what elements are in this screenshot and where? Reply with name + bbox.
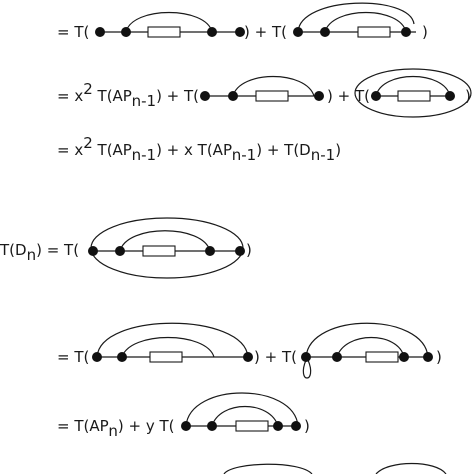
line5-mid: ) + T( [254,348,297,366]
line5-end: ) [436,348,442,366]
vertex-node [121,27,131,37]
vertex-node [205,246,215,256]
line3-text: = x2 T(APn-1) + x T(APn-1) + T(Dn-1) [57,134,341,164]
vertex-node [371,91,381,101]
path-graph-1b [293,2,416,38]
equation-line-1: = T( ) + T( ) [57,2,428,41]
path-graph-1a [95,11,245,38]
arc-edge-cropped [223,463,313,474]
vertex-node [399,352,409,362]
arc-edge [125,11,213,33]
cycle-graph-2b [354,68,472,118]
vertex-node [235,246,245,256]
arc-edge [211,406,279,427]
arc-edge [336,337,405,358]
line1-prefix: = T( [57,23,89,41]
arc-edge [232,76,315,97]
self-loop [302,359,312,379]
line2-prefix: = x2 T(APn-1) + T( [57,80,199,110]
vertex-node [273,421,283,431]
equation-line-6: = T(APn) + y T( ) [57,392,310,440]
vertex-node [293,27,303,37]
arc-edge [375,76,451,97]
path-graph-5b [301,322,433,379]
line2-end: ) [465,87,471,105]
chain-box [357,26,391,38]
vertex-node [207,27,217,37]
vertex-node [115,246,125,256]
vertex-node [117,352,127,362]
vertex-node [181,421,191,431]
line5-prefix: = T( [57,348,89,366]
line4-end: ) [246,241,252,259]
arc-edge-outer [305,322,429,358]
arc-edge-outer [185,392,299,427]
equation-line-2: = x2 T(APn-1) + T( ) + T( ) [57,68,472,118]
equation-line-4: T(Dn) = T( ) [0,217,252,279]
line2-mid2: ) + T( [327,87,370,105]
line6-text: = T(APn) + y T( [57,417,175,440]
chain-box [235,420,269,432]
vertex-node [301,352,311,362]
arc-edge-outer [297,2,415,33]
path-graph-2a [200,76,324,102]
vertex-node [401,27,411,37]
cropped-next-line [223,462,447,474]
arc-edge-outer [96,322,249,358]
chain-box [397,90,431,102]
chain-box [147,26,181,38]
equation-line-3: = x2 T(APn-1) + x T(APn-1) + T(Dn-1) [57,134,341,164]
vertex-node [243,352,253,362]
vertex-node [228,91,238,101]
arc-edge [324,11,407,33]
path-graph-6 [181,392,301,432]
outer-loop [354,68,472,118]
vertex-node [423,352,433,362]
arc-edge [121,336,215,358]
vertex-node [200,91,210,101]
line4-lhs: T(Dn) = T( [0,241,79,264]
chain-box [255,90,289,102]
vertex-node [95,27,105,37]
arc-edge-cropped [375,462,447,474]
vertex-node [314,91,324,101]
chain-box [365,351,399,363]
chain-box [142,245,176,257]
line1-mid: ) + T( [244,23,287,41]
vertex-node [332,352,342,362]
vertex-node [92,352,102,362]
path-graph-5a [92,322,253,363]
cycle-graph-4 [88,217,245,279]
equation-line-5: = T( ) + T( ) [57,322,442,379]
vertex-node [207,421,217,431]
line6-end: ) [304,417,310,435]
vertex-node [320,27,330,37]
vertex-node [291,421,301,431]
vertex-node [235,27,245,37]
line1-end: ) [422,23,428,41]
arc-edge [119,230,211,252]
chain-box [149,351,183,363]
vertex-node [88,246,98,256]
vertex-node [445,91,455,101]
